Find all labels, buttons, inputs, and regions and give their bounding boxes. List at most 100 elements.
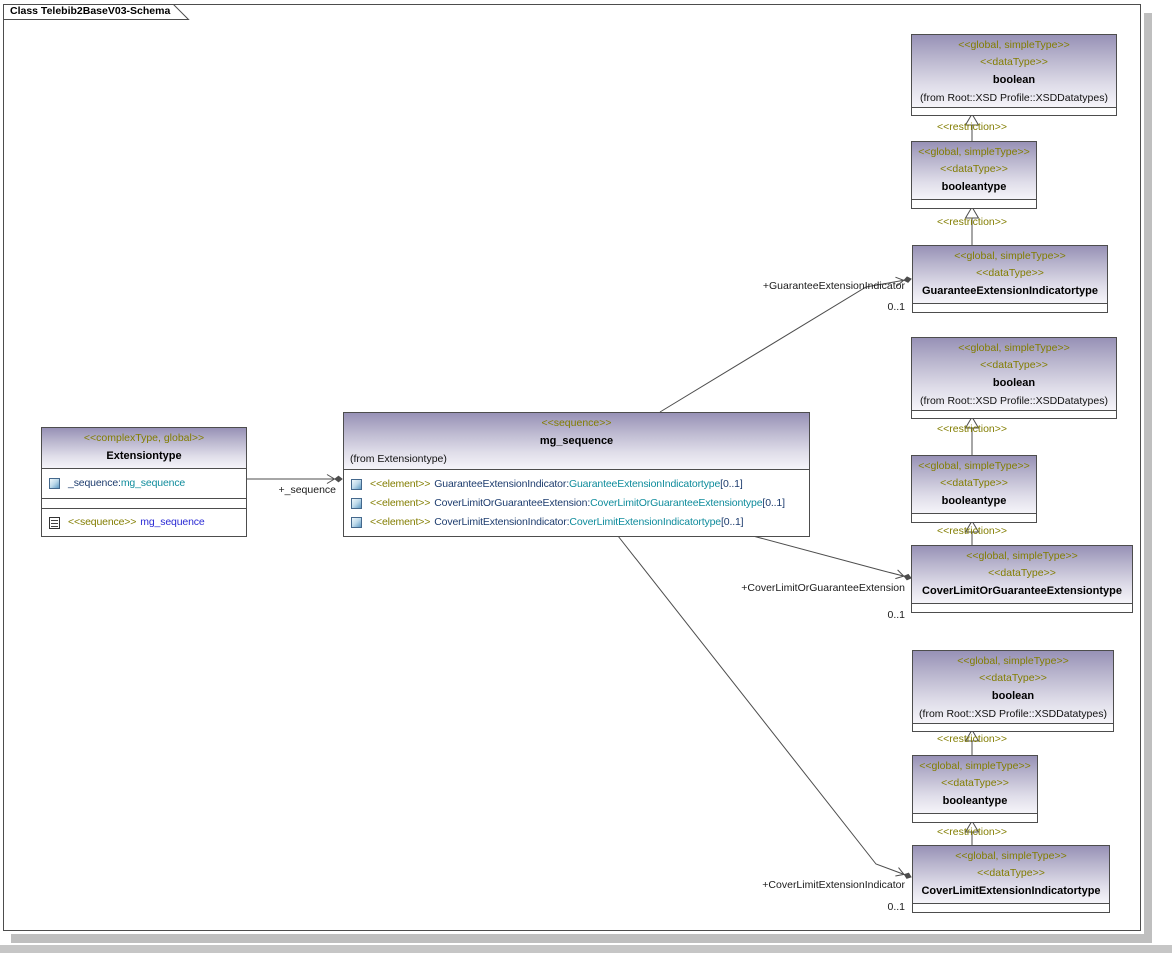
empty-compartment bbox=[42, 498, 246, 508]
attribute-stereotype: <<sequence>> bbox=[68, 516, 137, 528]
class-stereotype: <<dataType>> bbox=[980, 359, 1048, 371]
class-header: <<global, simpleType>><<dataType>>boolea… bbox=[913, 651, 1113, 723]
attribute-name: CoverLimitExtensionIndicator bbox=[434, 516, 567, 528]
restriction-stereotype-label-5[interactable]: <<restriction>> bbox=[936, 733, 1008, 745]
cover-limit-or-guarantee-extension-association-line[interactable] bbox=[752, 535, 912, 581]
sequence-row[interactable]: <<sequence>>mg_sequence bbox=[49, 513, 246, 532]
empty-compartment bbox=[912, 107, 1116, 115]
attribute-icon bbox=[49, 478, 60, 489]
class-stereotype: <<dataType>> bbox=[976, 267, 1044, 279]
empty-compartment bbox=[913, 903, 1109, 912]
attribute-name: _sequence bbox=[68, 477, 119, 489]
class-name: booleantype bbox=[942, 795, 1008, 807]
class-stereotype: <<global, simpleType>> bbox=[918, 146, 1030, 158]
class-stereotype: <<dataType>> bbox=[988, 567, 1056, 579]
class-from: (from Root::XSD Profile::XSDDatatypes) bbox=[920, 92, 1108, 104]
class-stereotype: <<global, simpleType>> bbox=[957, 655, 1069, 667]
class-header: <<global, simpleType>> <<dataType>> Guaran… bbox=[913, 246, 1107, 303]
attribute-row[interactable]: <<element>>CoverLimitExtensionIndicator:… bbox=[351, 513, 809, 532]
class-stereotype: <<dataType>> bbox=[979, 672, 1047, 684]
class-header: <<global, simpleType>> <<dataType>> boolea… bbox=[913, 756, 1037, 813]
class-header: <<complexType, global>>Extensiontype bbox=[42, 428, 246, 468]
diagram-title: Class Telebib2BaseV03-Schema bbox=[10, 5, 171, 17]
empty-compartment bbox=[913, 813, 1037, 822]
class-stereotype: <<complexType, global>> bbox=[83, 432, 205, 444]
cover-limit-or-guarantee-extension-association-role-label[interactable]: +CoverLimitOrGuaranteeExtension bbox=[741, 582, 905, 594]
class-stereotype: <<global, simpleType>> bbox=[918, 460, 1030, 472]
empty-compartment bbox=[912, 603, 1132, 612]
class-stereotype: <<global, simpleType>> bbox=[954, 250, 1066, 262]
attribute-row[interactable]: <<element>>GuaranteeExtensionIndicator:G… bbox=[351, 475, 809, 494]
class-guarantee-extension-indicatortype[interactable]: <<global, simpleType>> <<dataType>> Guaran… bbox=[912, 245, 1108, 313]
class-boolean-1[interactable]: <<global, simpleType>><<dataType>>boolea… bbox=[911, 34, 1117, 116]
attribute-separator: : bbox=[566, 516, 570, 528]
attributes-compartment: _sequence:mg_sequence bbox=[42, 468, 246, 498]
attribute-name: GuaranteeExtensionIndicator bbox=[434, 478, 567, 490]
attribute-row[interactable]: _sequence:mg_sequence bbox=[49, 474, 246, 493]
sequence-association-role-label[interactable]: +_sequence bbox=[278, 484, 336, 496]
restriction-stereotype-label-4[interactable]: <<restriction>> bbox=[936, 525, 1008, 537]
class-cover-limit-extension-indicatortype[interactable]: <<global, simpleType>><<dataType>>CoverL… bbox=[912, 845, 1110, 913]
class-stereotype: <<global, simpleType>> bbox=[958, 39, 1070, 51]
class-stereotype: <<dataType>> bbox=[977, 867, 1045, 879]
attribute-multiplicity: [0..1] bbox=[720, 478, 743, 490]
class-header: <<sequence>>mg_sequence(from Extensionty… bbox=[344, 413, 809, 469]
attribute-type: mg_sequence bbox=[120, 477, 186, 489]
class-from: (from Root::XSD Profile::XSDDatatypes) bbox=[919, 708, 1107, 720]
attribute-stereotype: <<element>> bbox=[370, 516, 431, 528]
restriction-stereotype-label-6[interactable]: <<restriction>> bbox=[936, 826, 1008, 838]
class-extensiontype[interactable]: <<complexType, global>>Extensiontype _seq… bbox=[41, 427, 247, 537]
attribute-stereotype: <<element>> bbox=[370, 497, 431, 509]
cover-limit-or-guarantee-extension-association-multiplicity[interactable]: 0..1 bbox=[887, 609, 905, 621]
guarantee-extension-indicator-association-multiplicity[interactable]: 0..1 bbox=[887, 301, 905, 313]
frame-shadow-bottom bbox=[11, 934, 1152, 943]
attribute-multiplicity: [0..1] bbox=[721, 516, 744, 528]
restriction-stereotype-label-2[interactable]: <<restriction>> bbox=[936, 216, 1008, 228]
class-header: <<global, simpleType>><<dataType>>boolea… bbox=[912, 142, 1036, 199]
empty-compartment bbox=[913, 723, 1113, 731]
restriction-stereotype-label-3[interactable]: <<restriction>> bbox=[936, 423, 1008, 435]
class-boolean-2[interactable]: <<global, simpleType>><<dataType>>boolea… bbox=[911, 337, 1117, 419]
class-name: CoverLimitExtensionIndicatortype bbox=[921, 885, 1101, 897]
class-name: booleantype bbox=[941, 495, 1007, 507]
class-boolean-3[interactable]: <<global, simpleType>><<dataType>>boolea… bbox=[912, 650, 1114, 732]
class-booleantype-1[interactable]: <<global, simpleType>><<dataType>>boolea… bbox=[911, 141, 1037, 209]
cover-limit-extension-indicator-association-role-label[interactable]: +CoverLimitExtensionIndicator bbox=[762, 879, 905, 891]
attributes-compartment: <<element>>GuaranteeExtensionIndicator:G… bbox=[344, 469, 809, 536]
attribute-name: mg_sequence bbox=[140, 516, 205, 528]
attribute-icon bbox=[351, 517, 362, 528]
cover-limit-extension-indicator-association-multiplicity[interactable]: 0..1 bbox=[887, 901, 905, 913]
class-booleantype-2[interactable]: <<global, simpleType>> <<dataType>> boolea… bbox=[911, 455, 1037, 523]
guarantee-extension-indicator-association-role-label[interactable]: +GuaranteeExtensionIndicator bbox=[762, 280, 905, 292]
class-mg-sequence[interactable]: <<sequence>>mg_sequence(from Extensionty… bbox=[343, 412, 810, 537]
class-cover-limit-or-guarantee-extensiontype[interactable]: <<global, simpleType>> <<dataType>> CoverL… bbox=[911, 545, 1133, 613]
attribute-type: CoverLimitExtensionIndicatortype bbox=[569, 516, 721, 528]
restriction-stereotype-label-1[interactable]: <<restriction>> bbox=[936, 121, 1008, 133]
class-name: boolean bbox=[992, 74, 1036, 86]
empty-compartment bbox=[912, 410, 1116, 418]
attribute-row[interactable]: <<element>>CoverLimitOrGuaranteeExtensio… bbox=[351, 494, 809, 513]
class-stereotype: <<global, simpleType>> bbox=[966, 550, 1078, 562]
frame-shadow-right bbox=[1144, 13, 1152, 939]
sequences-compartment: <<sequence>>mg_sequence bbox=[42, 508, 246, 536]
class-name: boolean bbox=[992, 377, 1036, 389]
class-name: CoverLimitOrGuaranteeExtensiontype bbox=[922, 585, 1122, 597]
class-stereotype: <<dataType>> bbox=[941, 777, 1009, 789]
class-header: <<global, simpleType>><<dataType>>CoverL… bbox=[913, 846, 1109, 903]
empty-compartment bbox=[912, 513, 1036, 522]
class-stereotype: <<sequence>> bbox=[541, 417, 612, 429]
class-header: <<global, simpleType>> <<dataType>> boolea… bbox=[912, 456, 1036, 513]
scrollbar-strip[interactable] bbox=[0, 945, 1172, 953]
sequence-icon bbox=[49, 516, 60, 529]
attribute-icon bbox=[351, 479, 362, 490]
attribute-separator: : bbox=[587, 497, 591, 509]
class-stereotype: <<global, simpleType>> bbox=[919, 760, 1031, 772]
attribute-type: GuaranteeExtensionIndicatortype bbox=[568, 478, 721, 490]
guarantee-extension-indicator-association-line[interactable] bbox=[659, 276, 912, 413]
class-booleantype-3[interactable]: <<global, simpleType>> <<dataType>> boolea… bbox=[912, 755, 1038, 823]
class-stereotype: <<dataType>> bbox=[940, 477, 1008, 489]
class-from: (from Extensiontype) bbox=[350, 453, 447, 465]
attribute-stereotype: <<element>> bbox=[370, 478, 431, 490]
class-name: GuaranteeExtensionIndicatortype bbox=[921, 285, 1099, 297]
